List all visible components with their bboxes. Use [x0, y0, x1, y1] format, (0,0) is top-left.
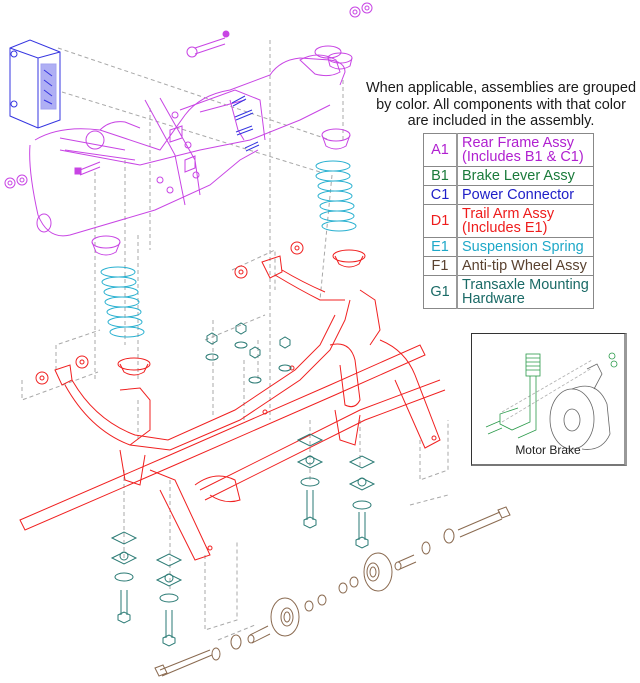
- motor-part: [549, 363, 611, 450]
- legend-code: C1: [423, 185, 458, 205]
- legend-label: Suspension Spring: [456, 237, 594, 257]
- transaxle-hardware-part: [110, 322, 376, 647]
- power-connector-part: [9, 39, 61, 129]
- trail-arm-part: [19, 241, 446, 561]
- legend-label-line: Rear Frame Assy: [462, 135, 574, 151]
- motor-brake-drawing: [485, 352, 618, 450]
- legend-label-line: Brake Lever Assy: [462, 168, 575, 184]
- legend-code: F1: [423, 256, 458, 276]
- legend-code: D1: [423, 204, 458, 238]
- suspension-spring-right: [315, 160, 357, 232]
- legend-row-d1: D1 Trail Arm Assy (Includes E1): [423, 204, 594, 238]
- legend-row-b1: B1 Brake Lever Assy: [423, 166, 594, 186]
- legend-label-line: Anti-tip Wheel Assy: [462, 258, 587, 274]
- legend-code: E1: [423, 237, 458, 257]
- legend-label-line: (Includes B1 & C1): [462, 149, 584, 165]
- legend-label: Anti-tip Wheel Assy: [456, 256, 594, 276]
- assembly-legend: A1 Rear Frame Assy (Includes B1 & C1) B1…: [423, 133, 594, 309]
- legend-row-f1: F1 Anti-tip Wheel Assy: [423, 256, 594, 276]
- legend-row-c1: C1 Power Connector: [423, 185, 594, 205]
- legend-code: A1: [423, 133, 458, 167]
- legend-label-line: Transaxle Mounting: [462, 277, 589, 293]
- legend-label-line: Hardware: [462, 291, 525, 307]
- legend-row-e1: E1 Suspension Spring: [423, 237, 594, 257]
- inset-leader-lines: [501, 359, 593, 423]
- legend-label: Power Connector: [456, 185, 594, 205]
- connector-bolts: [231, 95, 260, 152]
- anti-tip-wheel-part: [154, 506, 511, 677]
- legend-label-line: (Includes E1): [462, 220, 548, 236]
- legend-row-a1: A1 Rear Frame Assy (Includes B1 & C1): [423, 133, 594, 167]
- note-line: When applicable, assemblies are grouped: [365, 80, 637, 96]
- motor-brake-label: Motor Brake: [515, 443, 581, 457]
- legend-label: Rear Frame Assy (Includes B1 & C1): [456, 133, 594, 167]
- brake-lever-part: [485, 352, 618, 439]
- color-grouping-note: When applicable, assemblies are grouped …: [362, 80, 640, 130]
- legend-label: Transaxle Mounting Hardware: [456, 275, 594, 309]
- legend-code: B1: [423, 166, 458, 186]
- note-line: by color. All components with that color: [376, 96, 626, 113]
- legend-label: Brake Lever Assy: [456, 166, 594, 186]
- note-line: are included in the assembly.: [407, 113, 595, 129]
- legend-code: G1: [423, 275, 458, 309]
- legend-row-g1: G1 Transaxle Mounting Hardware: [423, 275, 594, 309]
- motor-brake-inset: Motor Brake: [471, 333, 627, 466]
- legend-label-line: Power Connector: [462, 187, 575, 203]
- legend-label-line: Trail Arm Assy: [462, 206, 555, 222]
- legend-label-line: Suspension Spring: [462, 239, 584, 255]
- rear-frame-part: [4, 2, 373, 256]
- suspension-spring-left: [100, 266, 145, 338]
- legend-label: Trail Arm Assy (Includes E1): [456, 204, 594, 238]
